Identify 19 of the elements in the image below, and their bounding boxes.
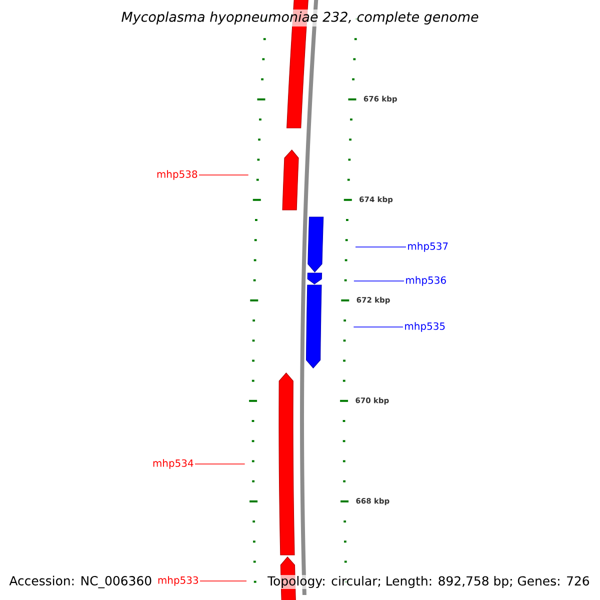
gene-feature [282, 150, 299, 210]
gene-label: mhp537 [408, 242, 448, 252]
gene-label: mhp536 [406, 276, 446, 286]
accession-text: Accession: NC_006360 [8, 574, 154, 590]
leader-line [353, 326, 404, 328]
leader-line [355, 246, 406, 248]
leader-line [198, 174, 249, 176]
gene-feature [308, 216, 324, 272]
gene-label: mhp535 [405, 322, 445, 332]
gene-label: mhp533 [158, 576, 198, 586]
gene-label: mhp534 [153, 459, 194, 469]
leader-line [354, 280, 404, 282]
leader-line [200, 580, 247, 582]
gene-label: mhp538 [157, 170, 198, 180]
gene-feature [278, 372, 295, 556]
gene-feature [307, 272, 322, 284]
title: Mycoplasma hyopneumoniae 232, complete genome [119, 10, 481, 26]
genome-info-text: Topology: circular; Length: 892,758 bp; Genes: 726 [266, 574, 591, 590]
gene-feature [306, 284, 322, 368]
